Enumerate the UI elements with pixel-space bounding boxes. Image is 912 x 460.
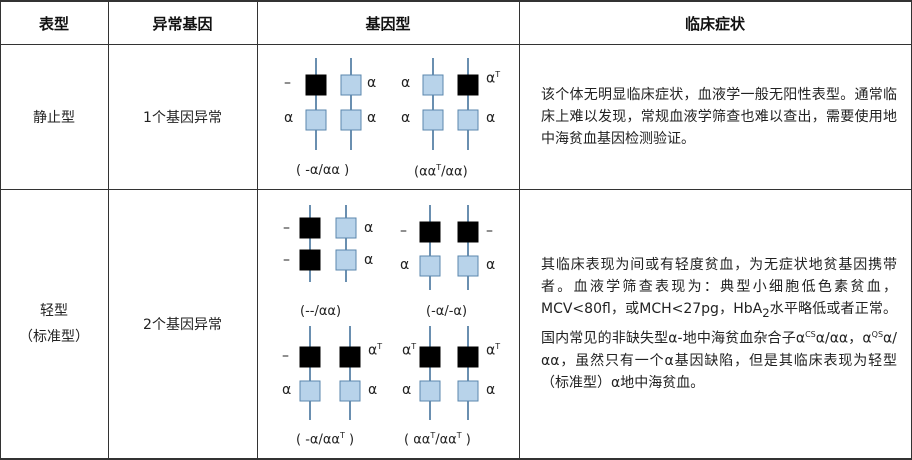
allele-label-3-3: – <box>283 252 290 268</box>
allele-label-6-3: α <box>402 382 412 398</box>
row1-abnormal-genes: 1个基因异常 <box>143 110 222 126</box>
genotype-formula-5: ( -α/ααT ) <box>296 431 355 448</box>
gene-box-3-2-2 <box>335 249 357 271</box>
genotype-formula-6: ( ααT/ααT ) <box>404 431 471 448</box>
gene-box-5-1-2 <box>339 346 361 368</box>
allele-label-4-1: – <box>400 223 407 239</box>
col-divider-2 <box>257 0 258 460</box>
gene-box-2-1-2 <box>457 74 479 96</box>
allele-label-2-1: α <box>401 75 411 91</box>
gene-box-3-1-1 <box>299 217 321 239</box>
gene-box-6-1-1 <box>419 346 441 368</box>
row2-clinical-text: 其临床表现为间或有轻度贫血，为无症状地贫基因携带者。血液学筛查表现为：典型小细胞… <box>541 257 897 391</box>
gene-box-6-1-2 <box>457 346 479 368</box>
allele-label-5-2: αT <box>368 342 383 359</box>
allele-label-2-4: α <box>486 110 496 126</box>
genotype-formula-1: ( -α/αα ) <box>296 163 350 178</box>
gene-box-2-1-1 <box>422 74 444 96</box>
gene-box-6-2-1 <box>419 380 441 402</box>
row2-phenotype: 轻型 <box>40 303 68 319</box>
allele-label-1-3: α <box>284 110 294 126</box>
row1-clinical-text: 该个体无明显临床症状，血液学一般无阳性表型。通常临床上难以发现，常规血液学筛查也… <box>541 87 897 147</box>
gene-box-5-1-1 <box>299 346 321 368</box>
gene-box-2-2-2 <box>457 109 479 131</box>
allele-label-5-4: α <box>368 382 378 398</box>
gene-box-4-1-2 <box>457 221 479 243</box>
gene-box-4-2-2 <box>457 255 479 277</box>
col-divider-3 <box>519 0 520 460</box>
allele-label-5-1: – <box>282 348 289 364</box>
allele-label-4-4: α <box>486 257 496 273</box>
allele-label-6-4: α <box>486 382 496 398</box>
header-phenotype: 表型 <box>38 14 69 33</box>
allele-label-5-3: α <box>282 382 292 398</box>
allele-label-2-2: αT <box>486 70 501 87</box>
col-border-left <box>0 0 1 460</box>
col-divider-1 <box>108 0 109 460</box>
row2-phenotype-sub: （标准型） <box>19 329 89 345</box>
allele-label-4-2: – <box>486 223 493 239</box>
header-abnormal-genes: 异常基因 <box>152 14 213 33</box>
table-border-bottom <box>0 458 912 460</box>
gene-box-2-2-1 <box>422 109 444 131</box>
allele-label-1-4: α <box>367 110 377 126</box>
gene-box-4-2-1 <box>419 255 441 277</box>
row2-clinical: 其临床表现为间或有轻度贫血，为无症状地贫基因携带者。血液学筛查表现为：典型小细胞… <box>519 190 911 458</box>
allele-label-2-3: α <box>401 110 411 126</box>
allele-label-3-2: α <box>364 220 374 236</box>
header-divider <box>0 44 912 45</box>
gene-box-3-1-2 <box>335 217 357 239</box>
row2-abnormal-genes: 2个基因异常 <box>143 317 222 333</box>
row2-phenotype-cell: 轻型 （标准型） <box>0 190 108 458</box>
genotype-formula-2: (ααT/αα) <box>414 163 468 180</box>
gene-box-1-1-2 <box>340 74 362 96</box>
header-genotype: 基因型 <box>365 14 411 33</box>
genotype-formula-3: (--/αα) <box>300 304 342 319</box>
row1-clinical: 该个体无明显临床症状，血液学一般无阳性表型。通常临床上难以发现，常规血液学筛查也… <box>519 45 911 189</box>
gene-box-1-1-1 <box>305 74 327 96</box>
gene-box-3-2-1 <box>299 249 321 271</box>
gene-box-1-2-1 <box>305 109 327 131</box>
table-border-top <box>0 0 912 2</box>
allele-label-4-3: α <box>400 257 410 273</box>
gene-box-6-2-2 <box>457 380 479 402</box>
allele-label-1-2: α <box>367 75 377 91</box>
row-divider <box>0 189 912 190</box>
allele-label-3-1: – <box>283 220 290 236</box>
header-clinical: 临床症状 <box>684 14 745 33</box>
gene-box-4-1-1 <box>419 221 441 243</box>
row1-phenotype: 静止型 <box>33 110 75 126</box>
gene-box-5-2-2 <box>339 380 361 402</box>
allele-label-6-1: αT <box>402 342 417 359</box>
gene-box-1-2-2 <box>340 109 362 131</box>
allele-label-6-2: αT <box>486 342 501 359</box>
genotype-formula-4: (-α/-α) <box>426 304 468 319</box>
allele-label-3-4: α <box>364 252 374 268</box>
allele-label-1-1: – <box>284 75 291 91</box>
gene-box-5-2-1 <box>299 380 321 402</box>
